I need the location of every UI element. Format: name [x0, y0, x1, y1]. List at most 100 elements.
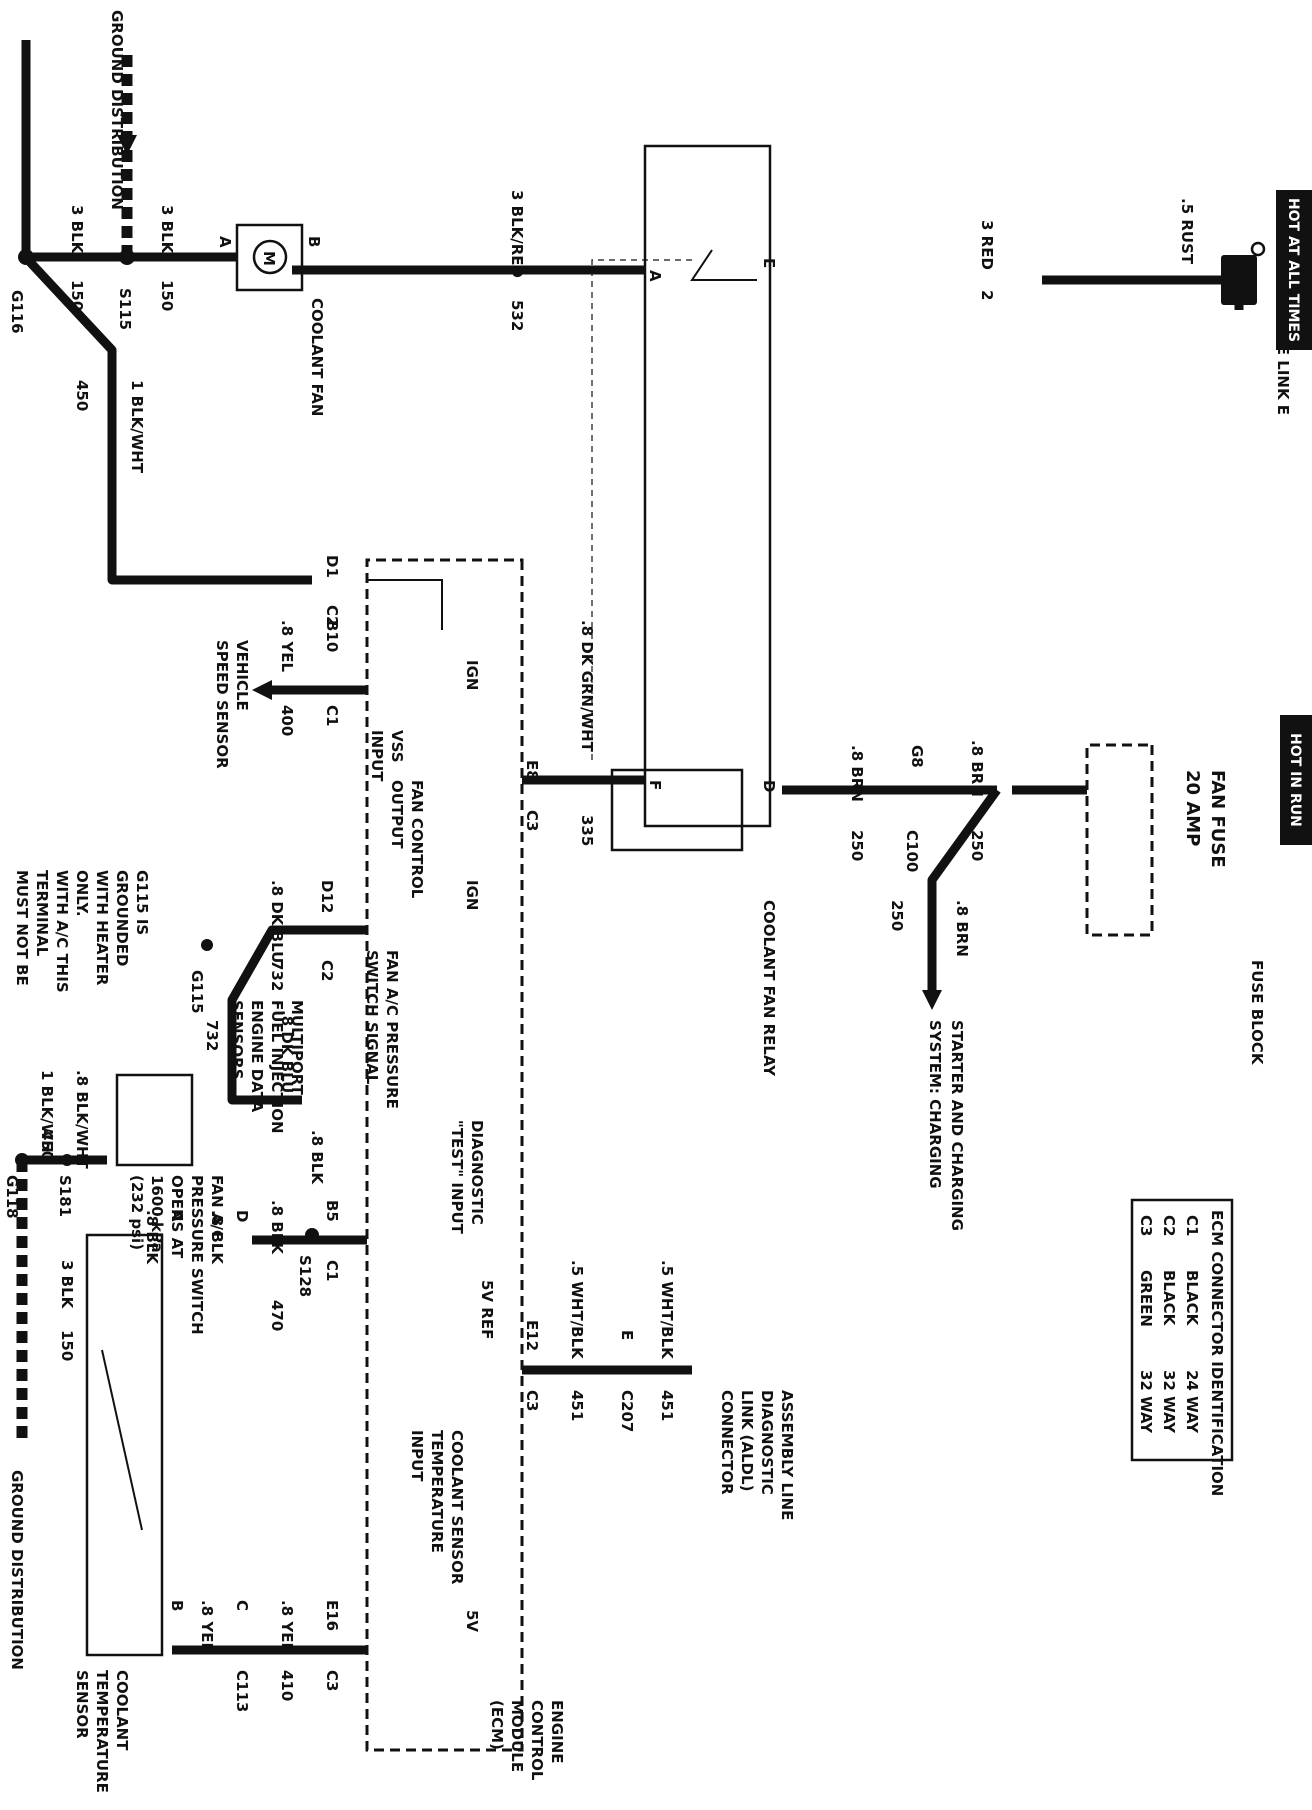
vss-sensor-label-1: VEHICLE	[233, 640, 251, 711]
fan-ac-signal-label-1: FAN A/C PRESSURE	[383, 950, 401, 1109]
svg-text:HOT IN RUN: HOT IN RUN	[1287, 733, 1303, 827]
wire-red-circuit: 2	[978, 290, 996, 300]
svg-text:MUST NOT BE: MUST NOT BE	[13, 870, 31, 986]
wire-335-circuit: 335	[578, 815, 596, 846]
vss-input-label-1: VSS	[388, 730, 406, 763]
ign-label-2: IGN	[463, 880, 481, 910]
ign-label-1: IGN	[463, 660, 481, 690]
splice-s128-label: S128	[296, 1255, 314, 1297]
vss-sensor-label-2: SPEED SENSOR	[213, 640, 231, 769]
coolant-temp-sensor	[85, 1233, 164, 1657]
pressure-switch-label-5: (232 psi)	[128, 1175, 146, 1250]
wire-rust-label: .5 RUST	[1178, 198, 1196, 265]
wire-blk-wht-2-label: .8 BLK/WHT	[73, 1070, 91, 1170]
wire-150-circuit: 150	[158, 280, 176, 311]
coolant-temp-label-3: SENSOR	[73, 1670, 91, 1739]
conn-relay-e: E	[760, 258, 778, 268]
conn-fan-b: B	[305, 236, 323, 247]
conn-b10: B10	[323, 620, 341, 652]
splice-s181-label: S181	[56, 1175, 74, 1217]
wire-451b-circuit: 451	[568, 1390, 586, 1421]
ecm-connector-table: ECM CONNECTOR IDENTIFICATION C1 BLACK 24…	[1130, 1198, 1234, 1496]
conn-e12: E12	[523, 1320, 541, 1351]
fusible-link-label: FUSIBLE LINK E	[1274, 285, 1292, 415]
wire-blk-470-c-label: .8 BLK	[208, 1210, 226, 1265]
wire-brn-2-label: .8 BRN	[848, 745, 866, 802]
conn-c2-b: C2	[318, 960, 336, 981]
coolant-input-label-1: COOLANT SENSOR	[448, 1430, 466, 1585]
wire-250-3-circuit: 250	[888, 900, 906, 931]
fusible-link: FUSIBLE LINK E .5 RUST	[1178, 198, 1292, 415]
wire-450	[26, 258, 312, 585]
wire-wht-blk-1-label: .5 WHT/BLK	[658, 1260, 676, 1360]
vref-label: 5V REF	[478, 1280, 496, 1339]
pressure-switch-label-3: OPENS AT	[168, 1175, 186, 1259]
ecm-d1-ground	[367, 579, 443, 630]
ground-g115	[201, 939, 213, 951]
splice-s115-label: S115	[116, 288, 134, 330]
conn-c113: C113	[233, 1670, 251, 1712]
ecm-table-row-c2-color: BLACK	[1160, 1270, 1178, 1327]
ground-distribution-label: GROUND DISTRIBUTION	[108, 10, 126, 210]
wire-yel-410-b-label: .8 YEL	[198, 1600, 216, 1652]
conn-sensor-c: C	[233, 1600, 251, 1611]
wire-450b-circuit: 450	[38, 1130, 56, 1161]
conn-sensor-b: B	[168, 1600, 186, 1611]
wire-732-circuit: 732	[268, 960, 286, 991]
conn-sensor-d: D	[233, 1210, 251, 1222]
conn-sensor-a: A	[168, 1210, 186, 1222]
coolant-temp-label-2: TEMPERATURE	[93, 1670, 111, 1793]
aldl-label-2: DIAGNOSTIC	[758, 1390, 776, 1495]
pressure-switch-label-2: PRESSURE SWITCH	[188, 1175, 206, 1335]
diag-test-label-1: DIAGNOSTIC	[468, 1120, 486, 1225]
pressure-switch-label-4: 1600 kPa	[148, 1175, 166, 1253]
wire-blk-wht-label: 1 BLK/WHT	[128, 380, 146, 474]
fan-fuse-rating: 20 AMP	[1182, 770, 1203, 846]
wire-250-1-circuit: 250	[968, 830, 986, 861]
ecm-table-row-c1-id: C1	[1183, 1215, 1201, 1236]
wire-410-circuit: 410	[278, 1670, 296, 1701]
aldl-label-3: LINK (ALDL)	[738, 1390, 756, 1491]
coolant-fan-relay-label: COOLANT FAN RELAY	[760, 900, 778, 1077]
relay-switch	[690, 249, 757, 281]
vss-input-label-2: INPUT	[368, 730, 386, 782]
ecm-label-1: ENGINE	[548, 1700, 566, 1764]
wire-blk-wht-3-label: 1 BLK/WHT	[38, 1070, 56, 1164]
thermistor-symbol	[101, 1349, 143, 1531]
conn-c207: C207	[618, 1390, 636, 1432]
fuse-block	[1085, 743, 1154, 937]
fuse-block-label: FUSE BLOCK	[1248, 960, 1266, 1066]
wire-blk-red-label: 3 BLK/RED	[508, 190, 526, 278]
ground-g115-label: G115	[188, 970, 206, 1014]
ecm-table-row-c3-id: C3	[1137, 1215, 1155, 1236]
starter-charging-label-1: STARTER AND CHARGING	[948, 1020, 966, 1231]
conn-relay-d: D	[760, 780, 778, 792]
conn-c100: C100	[903, 830, 921, 872]
svg-text:ONLY.: ONLY.	[73, 870, 91, 917]
ecm-table-row-c1-ways: 24 WAY	[1183, 1370, 1201, 1434]
wire-blk-470-a-label: .8 BLK	[308, 1130, 326, 1185]
fan-fuse-label: FAN FUSE	[1207, 770, 1228, 868]
aldl-label-4: CONNECTOR	[718, 1390, 736, 1495]
wire-732b-circuit: 732	[203, 1020, 221, 1051]
coolant-fan-relay-box	[643, 144, 772, 828]
coolant-temp-label-1: COOLANT	[113, 1670, 131, 1751]
hot-in-run-tag: HOT IN RUN	[1280, 715, 1312, 845]
multiport-label-1: MULTIPORT	[288, 1000, 306, 1096]
wire-450-circuit: 450	[73, 380, 91, 411]
conn-c1-a: C1	[323, 705, 341, 726]
wire-451-circuit: 451	[658, 1390, 676, 1421]
svg-text:TERMINAL: TERMINAL	[33, 870, 51, 957]
multiport-label-4: SENSORS	[228, 1000, 246, 1080]
motor-m-label: M	[260, 251, 278, 266]
svg-text:WITH HEATER: WITH HEATER	[93, 870, 111, 986]
wire-dk-blu-2-label: .8 DK BLU	[278, 1010, 296, 1093]
wire-250-2-circuit: 250	[848, 830, 866, 861]
ecm-table-row-c3-color: GREEN	[1137, 1270, 1155, 1327]
hot-at-all-times-tag: HOT AT ALL TIMES	[1276, 190, 1312, 350]
conn-e8: E8	[523, 760, 541, 781]
coolant-fan-motor: M COOLANT FAN B A	[216, 223, 326, 416]
